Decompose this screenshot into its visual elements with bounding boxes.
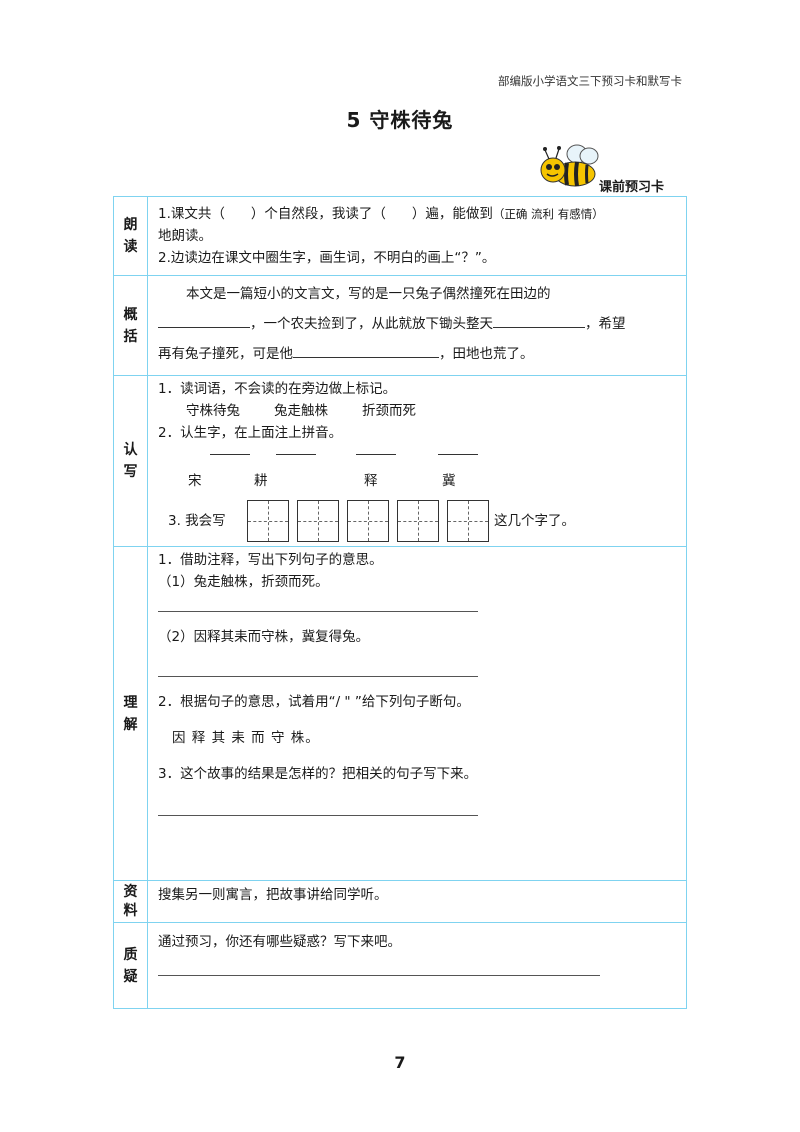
writing-grid-2[interactable] [297,500,339,542]
segment-sentence[interactable]: 因 释 其 耒 而 守 株。 [172,730,320,746]
pinyin-blank-2[interactable] [276,454,316,455]
write-content: 1．读词语，不会读的在旁边做上标记。 守株待兔兔走触株折颈而死 2．认生字，在上… [147,375,687,547]
char-4: 冀 [442,473,456,489]
series-header: 部编版小学语文三下预习卡和默写卡 [498,74,682,88]
writing-grid-1[interactable] [247,500,289,542]
word-2: 兔走触株 [274,403,328,419]
question-content: 通过预习，你还有哪些疑惑？写下来吧。 [147,922,687,1009]
summary-blank-2[interactable] [493,313,585,328]
pinyin-blank-4[interactable] [438,454,478,455]
word-3: 折颈而死 [362,403,416,419]
page-number: 7 [394,1053,406,1072]
read-content: 1.课文共（）个自然段，我读了（）遍，能做到（正确 流利 有感情） 地朗读。 2… [147,196,687,276]
preview-card-badge: 课前预习卡 [599,180,665,195]
pinyin-blank-1[interactable] [210,454,250,455]
label-understand: 理解 [113,546,148,881]
writing-grid-3[interactable] [347,500,389,542]
answer-line-2[interactable] [158,658,478,677]
word-1: 守株待兔 [186,403,240,419]
char-3: 释 [364,473,378,489]
label-question: 质疑 [113,922,148,1009]
char-1: 宋 [188,473,202,489]
answer-line-3[interactable] [158,797,478,816]
bee-icon [540,144,599,187]
label-material: 资料 [113,880,148,923]
label-write: 认写 [113,375,148,547]
label-summary: 概括 [113,275,148,376]
lesson-title: 5 守株待兔 [346,108,454,132]
writing-grid-5[interactable] [447,500,489,542]
summary-content: 本文是一篇短小的文言文，写的是一只兔子偶然撞死在田边的 ，一个农夫捡到了，从此就… [147,275,687,376]
label-read: 朗读 [113,196,148,276]
char-2: 耕 [254,473,268,489]
material-content: 搜集另一则寓言，把故事讲给同学听。 [147,880,687,923]
summary-blank-1[interactable] [158,313,250,328]
writing-grid-4[interactable] [397,500,439,542]
question-answer-line[interactable] [158,953,600,976]
answer-line-1[interactable] [158,593,478,612]
summary-blank-3[interactable] [293,343,439,358]
understand-content: 1．借助注释，写出下列句子的意思。 （1）兔走触株，折颈而死。 （2）因释其耒而… [147,546,687,881]
pinyin-blank-3[interactable] [356,454,396,455]
preview-card-table: 朗读 1.课文共（）个自然段，我读了（）遍，能做到（正确 流利 有感情） 地朗读… [113,196,687,1009]
